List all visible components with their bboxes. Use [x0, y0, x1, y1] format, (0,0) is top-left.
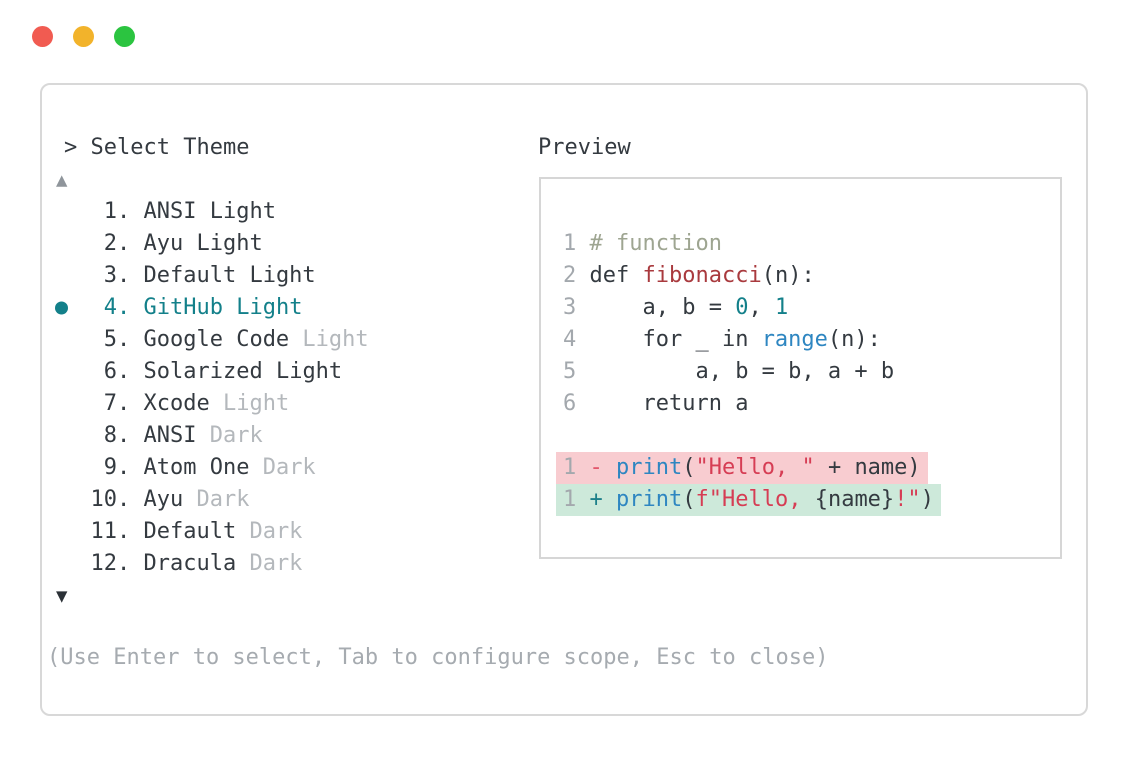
theme-item-name: Ayu	[143, 231, 184, 256]
selection-dot-icon	[55, 301, 68, 315]
theme-item-name: GitHub	[143, 295, 223, 320]
theme-item-number: 11.	[64, 519, 144, 544]
theme-list-item[interactable]: 5. Google Code Light	[64, 324, 369, 356]
theme-item-number: 1.	[64, 199, 144, 224]
theme-item-suffix: Dark	[183, 487, 250, 512]
theme-item-name: Default	[143, 263, 237, 288]
line-number: 1	[563, 487, 590, 512]
theme-item-number: 8.	[64, 423, 144, 448]
code-line: 2 def fibonacci(n):	[563, 263, 815, 288]
scroll-up-icon[interactable]: ▲	[56, 169, 68, 191]
code-line: 3 a, b = 0, 1	[563, 295, 789, 320]
theme-item-suffix: Dark	[196, 423, 263, 448]
theme-item-number: 7.	[64, 391, 144, 416]
theme-item-suffix: Dark	[236, 519, 303, 544]
code-line: 6 return a	[563, 391, 749, 416]
theme-list-item[interactable]: 2. Ayu Light	[64, 228, 369, 260]
line-number: 3	[563, 295, 590, 320]
theme-item-suffix: Light	[209, 391, 290, 416]
diff-removed-line: 1 - print("Hello, " + name)	[556, 452, 941, 484]
traffic-light-close-button[interactable]	[32, 26, 53, 47]
theme-list-item[interactable]: 1. ANSI Light	[64, 196, 369, 228]
theme-item-suffix: Light	[196, 199, 276, 224]
traffic-light-minimize-button[interactable]	[73, 26, 94, 47]
code-line: 1 # function	[563, 231, 722, 256]
theme-item-suffix: Light	[222, 295, 303, 320]
theme-item-suffix: Dark	[236, 551, 303, 576]
theme-list-item[interactable]: 4. GitHub Light	[55, 292, 369, 324]
line-number: 5	[563, 359, 590, 384]
theme-item-name: Solarized	[143, 359, 263, 384]
theme-item-suffix: Light	[289, 327, 369, 352]
theme-item-number: 10.	[64, 487, 144, 512]
theme-item-name: ANSI	[143, 423, 197, 448]
theme-item-suffix: Dark	[249, 455, 316, 480]
theme-list-item[interactable]: 11. Default Dark	[64, 516, 369, 548]
code-line: 5 a, b = b, a + b	[563, 359, 895, 384]
theme-item-suffix: Light	[236, 263, 316, 288]
theme-item-suffix: Light	[183, 231, 263, 256]
diff-added-line: 1 + print(f"Hello, {name}!")	[556, 484, 941, 516]
dialog-prompt: > Select Theme	[64, 132, 249, 164]
theme-item-name: ANSI	[143, 199, 197, 224]
theme-list-item[interactable]: 12. Dracula Dark	[64, 548, 369, 580]
theme-list-item[interactable]: 10. Ayu Dark	[64, 484, 369, 516]
theme-item-name: Xcode	[143, 391, 210, 416]
theme-item-suffix: Light	[262, 359, 343, 384]
footer-hint: (Use Enter to select, Tab to configure s…	[47, 645, 829, 670]
theme-item-number: 5.	[64, 327, 144, 352]
theme-item-name: Dracula	[143, 551, 237, 576]
code-block: 1 # function 2 def fibonacci(n): 3 a, b = …	[556, 228, 941, 516]
line-number: 6	[563, 391, 590, 416]
preview-pane: 1 # function 2 def fibonacci(n): 3 a, b = …	[539, 177, 1062, 559]
dialog-title: Select Theme	[90, 135, 250, 160]
theme-list-item[interactable]: 6. Solarized Light	[64, 356, 369, 388]
traffic-light-zoom-button[interactable]	[114, 26, 135, 47]
line-number: 1	[563, 231, 590, 256]
theme-item-number: 6.	[64, 359, 144, 384]
prompt-chevron-icon: >	[64, 135, 78, 160]
line-number: 4	[563, 327, 590, 352]
theme-item-name: Default	[143, 519, 237, 544]
line-number: 2	[563, 263, 590, 288]
theme-list-item[interactable]: 7. Xcode Light	[64, 388, 369, 420]
code-line: 4 for _ in range(n):	[563, 327, 881, 352]
line-number: 1	[563, 455, 590, 480]
code-blank-line	[563, 420, 941, 452]
theme-item-number: 4.	[64, 295, 144, 320]
theme-item-name: Atom One	[143, 455, 250, 480]
theme-item-number: 3.	[64, 263, 144, 288]
theme-list-item[interactable]: 3. Default Light	[64, 260, 369, 292]
theme-item-name: Ayu	[143, 487, 184, 512]
theme-item-number: 12.	[64, 551, 144, 576]
theme-list: 1. ANSI Light 2. Ayu Light 3. Default Li…	[55, 196, 369, 580]
theme-item-name: Google Code	[143, 327, 290, 352]
scroll-down-icon[interactable]: ▼	[56, 585, 68, 607]
preview-label: Preview	[538, 135, 631, 160]
theme-item-number: 2.	[64, 231, 144, 256]
theme-item-number: 9.	[64, 455, 144, 480]
theme-list-item[interactable]: 9. Atom One Dark	[64, 452, 369, 484]
theme-list-item[interactable]: 8. ANSI Dark	[64, 420, 369, 452]
theme-selector-dialog: > Select Theme Preview ▲ 1. ANSI Light 2…	[40, 83, 1088, 716]
